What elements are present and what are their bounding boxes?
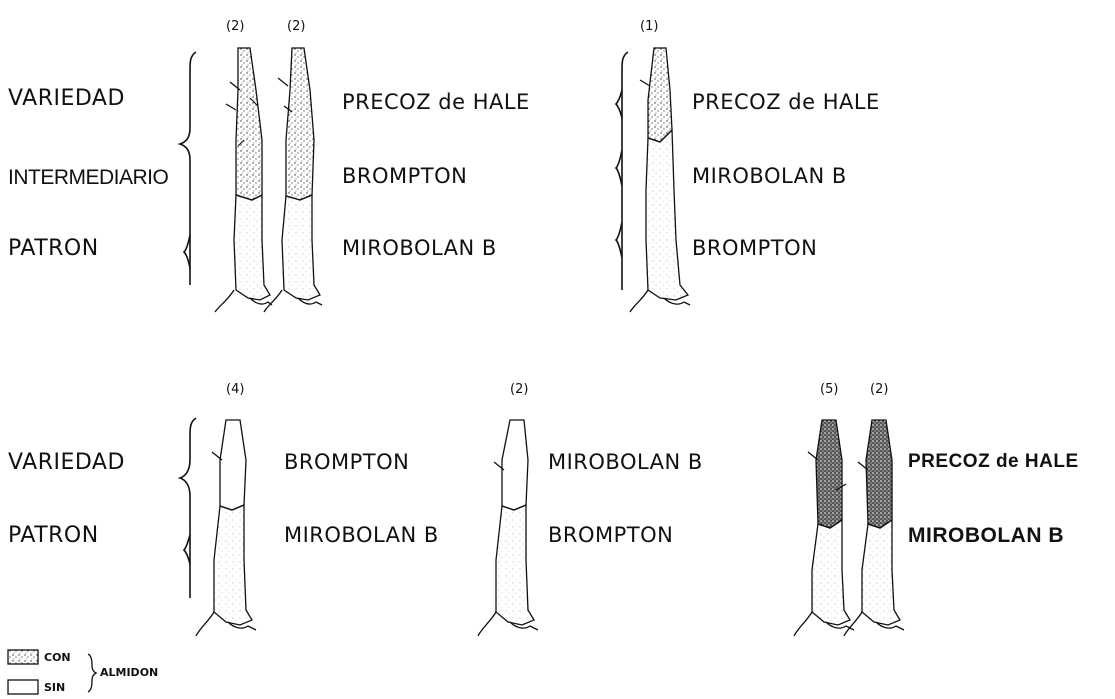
row-label-patron-a: PATRON xyxy=(8,238,99,260)
count-b-1: (4) xyxy=(226,383,244,396)
panel-b-braces xyxy=(180,418,196,598)
panel-a-stem-1 xyxy=(215,48,272,312)
legend-swatch-con xyxy=(8,650,38,664)
label-a-right-interstock: MIROBOLAN B xyxy=(692,166,847,187)
count-b-4: (2) xyxy=(870,383,888,396)
label-b2-variety: MIROBOLAN B xyxy=(548,452,703,473)
row-label-variedad-b: VARIEDAD xyxy=(8,452,125,474)
panel-b-stem-2 xyxy=(478,420,538,636)
label-b1-variety: BROMPTON xyxy=(284,452,409,473)
label-a-left-rootstock: MIROBOLAN B xyxy=(342,238,497,259)
count-b-3: (5) xyxy=(820,383,838,396)
panel-b-stem-3 xyxy=(794,420,854,636)
brace-a-right-main xyxy=(622,52,628,290)
row-label-patron-b: PATRON xyxy=(8,525,99,547)
legend-swatch-sin xyxy=(8,680,38,694)
label-b3-variety: PRECOZ de HALE xyxy=(908,452,1079,471)
count-a-1: (2) xyxy=(226,20,244,33)
legend-brace xyxy=(88,654,96,692)
row-label-variedad-a: VARIEDAD xyxy=(8,88,125,110)
row-label-intermediario-a: INTERMEDIARIO xyxy=(8,167,168,188)
brace-a-left-patron xyxy=(184,235,190,268)
label-a-right-variety: PRECOZ de HALE xyxy=(692,92,880,113)
count-a-2: (2) xyxy=(287,20,305,33)
label-b2-rootstock: BROMPTON xyxy=(548,525,673,546)
label-a-right-rootstock: BROMPTON xyxy=(692,238,817,259)
count-b-2: (2) xyxy=(510,383,528,396)
label-b3-rootstock: MIROBOLAN B xyxy=(908,525,1064,546)
legend-group-label: ALMIDON xyxy=(100,667,158,678)
brace-a-right-pat xyxy=(616,222,622,258)
brace-b-left-patron xyxy=(184,535,190,564)
panel-a-stem-2 xyxy=(264,48,322,312)
count-a-3: (1) xyxy=(640,20,658,33)
label-a-left-variety: PRECOZ de HALE xyxy=(342,92,530,113)
legend-label-sin: SIN xyxy=(44,682,65,693)
label-b1-rootstock: MIROBOLAN B xyxy=(284,525,439,546)
brace-b-left-main xyxy=(180,418,196,598)
panel-b-stem-1 xyxy=(196,420,256,636)
label-a-left-interstock: BROMPTON xyxy=(342,166,467,187)
brace-a-right-int xyxy=(616,150,622,186)
brace-a-left-main xyxy=(180,52,196,285)
panel-b-stem-4 xyxy=(844,420,904,636)
brace-a-right-var xyxy=(616,90,622,118)
panel-a-stem-3 xyxy=(630,48,690,312)
legend-label-con: CON xyxy=(44,652,71,663)
